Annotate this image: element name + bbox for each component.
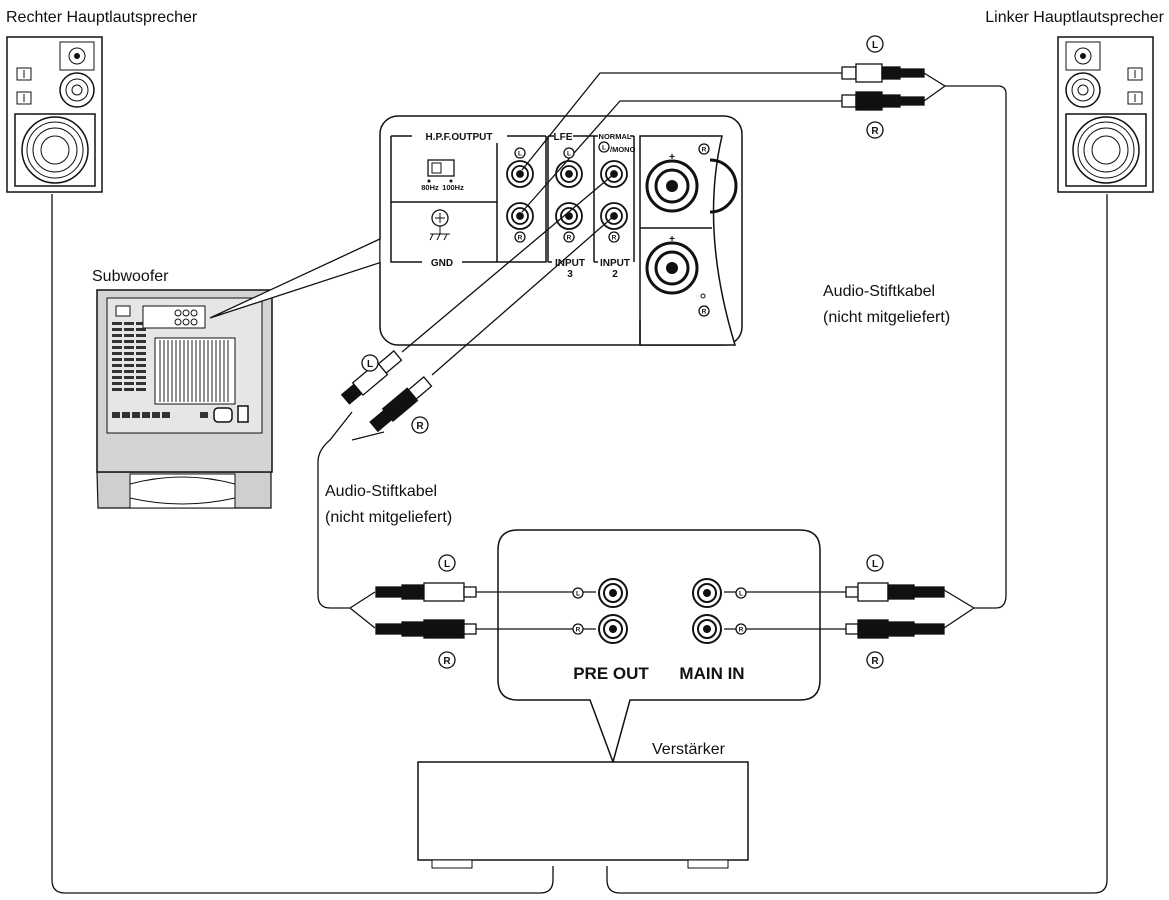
channel-r-bottom-right: R [871, 656, 879, 667]
channel-l-hpf: L [518, 151, 522, 158]
main-in-label: MAIN IN [679, 664, 744, 683]
amplifier-unit [417, 761, 749, 869]
channel-r-mainin: R [739, 627, 744, 634]
channel-r-preout: R [576, 627, 581, 634]
channel-l-mainin: L [739, 591, 743, 598]
channel-l-top: L [872, 40, 878, 51]
lfe-label: LFE [554, 132, 573, 143]
left-speaker-label: Linker Hauptlautsprecher [985, 9, 1164, 26]
amplifier-label: Verstärker [652, 741, 726, 758]
input2-number: 2 [612, 269, 618, 280]
amplifier-panel-callout [497, 529, 821, 765]
channel-r-diag: R [416, 421, 424, 432]
freq-80-label: 80Hz [421, 183, 439, 192]
channel-r-spk-upper: R [702, 147, 707, 154]
rca-cables [317, 72, 1007, 629]
plus-mark-lower: + [669, 234, 675, 245]
channel-r-spk-lower: R [702, 309, 707, 316]
channel-l-input2: L [602, 145, 606, 152]
channel-marks [361, 35, 884, 669]
subwoofer-rca-jacks [506, 160, 628, 230]
input3-label: INPUT [555, 258, 585, 269]
input2-label: INPUT [600, 258, 630, 269]
speaker-wires [51, 194, 1108, 894]
pre-out-label: PRE OUT [573, 664, 649, 683]
channel-l-diag: L [367, 359, 373, 370]
normal-label: NORMAL [599, 132, 632, 141]
cable-label-left-line2: (nicht mitgeliefert) [325, 509, 452, 526]
channel-r-hpf: R [518, 235, 523, 242]
channel-l-lfe: L [567, 151, 571, 158]
gnd-label: GND [431, 258, 453, 269]
plus-mark-upper: + [669, 152, 675, 163]
input3-number: 3 [567, 269, 573, 280]
cable-label-left-line1: Audio-Stiftkabel [325, 483, 437, 500]
channel-l-preout: L [576, 591, 580, 598]
channel-r-bottom-left: R [443, 656, 451, 667]
channel-r-input2: R [612, 235, 617, 242]
channel-r-input3: R [567, 235, 572, 242]
cable-label-right-line2: (nicht mitgeliefert) [823, 309, 950, 326]
subwoofer-unit [96, 236, 383, 509]
amplifier-rca-jacks [598, 578, 722, 644]
channel-r-top: R [871, 126, 879, 137]
subwoofer-label: Subwoofer [92, 268, 169, 285]
mono-label: /MONO [610, 145, 636, 154]
subwoofer-panel-callout [379, 115, 743, 346]
hpf-output-label: H.P.F.OUTPUT [425, 132, 492, 143]
channel-l-bottom-right: L [872, 559, 878, 570]
left-main-speaker [1057, 36, 1154, 193]
right-speaker-label: Rechter Hauptlautsprecher [6, 9, 198, 26]
cable-label-right-line1: Audio-Stiftkabel [823, 283, 935, 300]
channel-l-bottom-left: L [444, 559, 450, 570]
freq-100-label: 100Hz [442, 183, 464, 192]
right-main-speaker [6, 36, 103, 193]
rca-plugs [340, 63, 945, 639]
